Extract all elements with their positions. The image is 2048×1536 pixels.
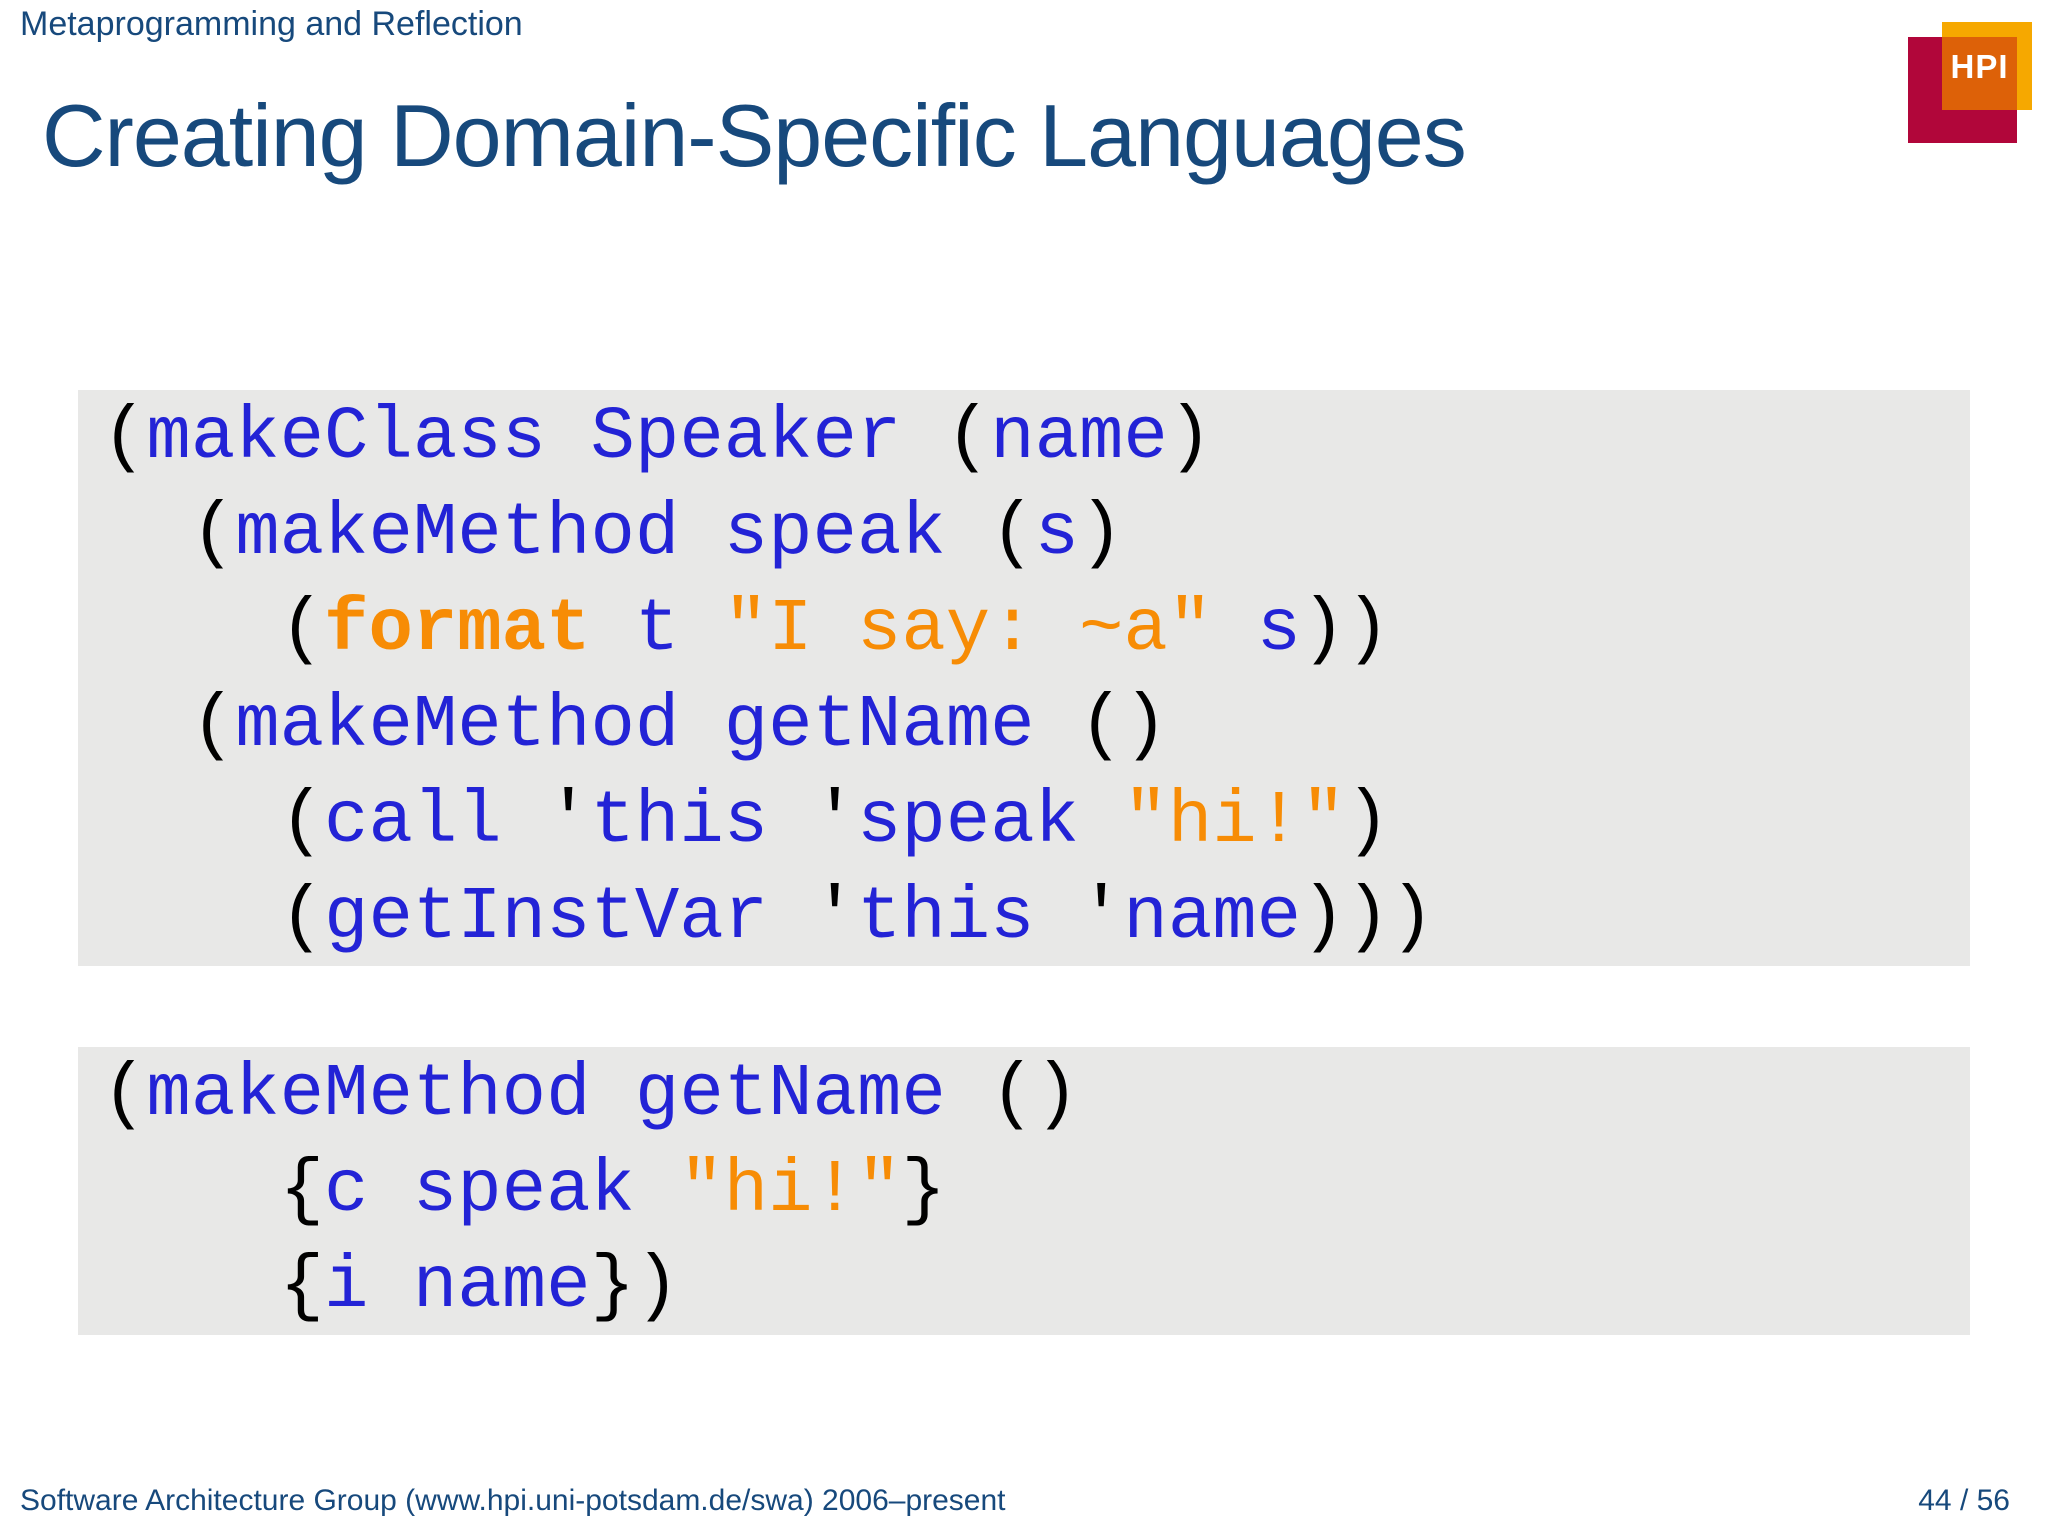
code-token: [368, 1245, 412, 1329]
code-token: call: [324, 780, 502, 864]
code-line: (getInstVar 'this 'name))): [102, 870, 1970, 966]
code-token: speak: [856, 780, 1080, 864]
code-token: (: [102, 1053, 147, 1137]
code-token: t: [634, 588, 680, 672]
code-token: i: [324, 1245, 369, 1329]
code-token: [591, 588, 635, 672]
code-token: speak: [723, 492, 946, 576]
code-line: (call 'this 'speak "hi!"): [102, 774, 1970, 870]
code-token: [679, 492, 723, 576]
code-token: [368, 1149, 412, 1233]
code-token: ))): [1301, 876, 1435, 960]
code-token: name: [990, 396, 1168, 480]
code-token: (: [945, 492, 1035, 576]
code-line: (format t "I say: ~a" s)): [102, 582, 1970, 678]
code-token: [1079, 780, 1123, 864]
code-token: [546, 396, 590, 480]
code-token: ': [768, 780, 857, 864]
code-token: (: [901, 396, 991, 480]
course-header: Metaprogramming and Reflection: [20, 5, 523, 43]
code-token: ': [501, 780, 591, 864]
code-token: }: [901, 1149, 946, 1233]
code-token: makeMethod: [235, 684, 680, 768]
code-token: "I say: ~a": [723, 588, 1213, 672]
code-token: (: [102, 588, 325, 672]
code-token: ): [1079, 492, 1124, 576]
code-token: (: [102, 876, 325, 960]
code-token: [679, 588, 723, 672]
hpi-logo-orange-square: HPI: [1942, 37, 2017, 110]
code-token: [635, 1149, 679, 1233]
code-token: this: [856, 876, 1035, 960]
code-line: (makeClass Speaker (name): [102, 390, 1970, 486]
code-token: "hi!": [1123, 780, 1346, 864]
footer-attribution: Software Architecture Group (www.hpi.uni…: [20, 1484, 1006, 1517]
code-token: (: [102, 492, 236, 576]
code-line: {c speak "hi!"}: [102, 1143, 1970, 1239]
code-token: makeClass: [146, 396, 547, 480]
hpi-logo-label: HPI: [1950, 47, 2009, 85]
code-token: format: [324, 588, 591, 672]
code-token: getName: [634, 1053, 946, 1137]
code-token: ): [1345, 780, 1390, 864]
code-line: {i name}): [102, 1239, 1970, 1335]
page-number: 44 / 56: [1918, 1484, 2010, 1517]
code-token: c: [324, 1149, 369, 1233]
code-token: Speaker: [590, 396, 902, 480]
code-token: ': [768, 876, 857, 960]
code-line: (makeMethod getName (): [102, 678, 1970, 774]
code-line: (makeMethod getName (): [102, 1047, 1970, 1143]
code-block-makemethod: (makeMethod getName () {c speak "hi!"} {…: [78, 1047, 1970, 1335]
code-token: {: [102, 1245, 325, 1329]
code-token: (: [102, 780, 325, 864]
code-line: (makeMethod speak (s): [102, 486, 1970, 582]
code-token: )): [1301, 588, 1390, 672]
code-token: (: [102, 396, 147, 480]
code-token: [591, 1053, 635, 1137]
code-token: "hi!": [679, 1149, 902, 1233]
code-token: name: [1123, 876, 1302, 960]
code-token: getInstVar: [324, 876, 769, 960]
code-token: (: [102, 684, 236, 768]
code-token: makeMethod: [146, 1053, 591, 1137]
code-token: ': [1034, 876, 1124, 960]
code-token: }): [590, 1245, 680, 1329]
footer: Software Architecture Group (www.hpi.uni…: [0, 1484, 2048, 1518]
code-token: this: [590, 780, 769, 864]
code-token: ): [1167, 396, 1213, 480]
code-token: (): [1034, 684, 1168, 768]
code-block-makeclass: (makeClass Speaker (name) (makeMethod sp…: [78, 390, 1970, 966]
code-token: s: [1256, 588, 1302, 672]
code-token: name: [412, 1245, 591, 1329]
code-token: [679, 684, 723, 768]
code-token: getName: [723, 684, 1035, 768]
hpi-logo-icon: HPI: [1908, 22, 2032, 143]
code-token: speak: [412, 1149, 635, 1233]
code-token: {: [102, 1149, 325, 1233]
code-token: makeMethod: [235, 492, 680, 576]
code-token: s: [1034, 492, 1080, 576]
code-token: (): [945, 1053, 1080, 1137]
code-token: [1212, 588, 1256, 672]
page-title: Creating Domain-Specific Languages: [42, 86, 1467, 185]
